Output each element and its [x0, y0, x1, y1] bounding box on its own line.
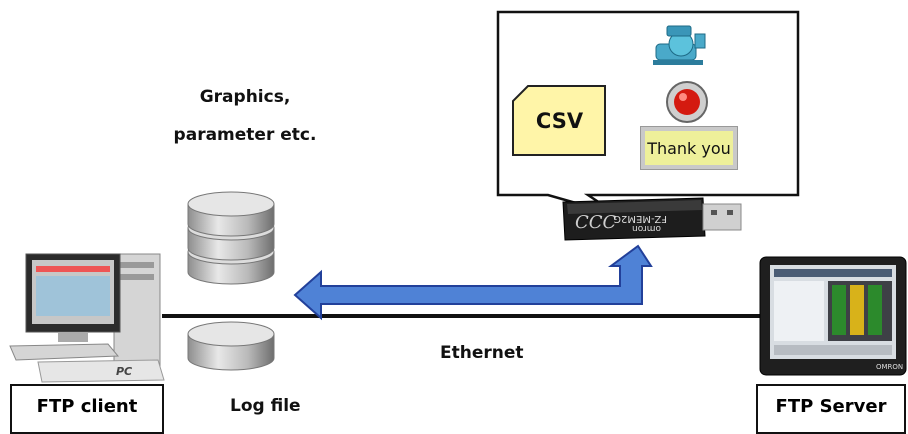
graphics-label-line2: parameter etc. [173, 125, 317, 145]
log-file-label: Log file [230, 396, 301, 416]
thank-you-button: Thank you [640, 126, 738, 170]
csv-label: CSV [535, 109, 584, 133]
ethernet-line [162, 314, 784, 318]
ethernet-label: Ethernet [440, 343, 524, 363]
red-lamp-icon [666, 81, 708, 123]
ftp-server-label: FTP Server [756, 384, 906, 434]
ftp-client-label: FTP client [10, 384, 164, 434]
hmi-brand-text: OMRON [876, 363, 903, 371]
pc-icon: PC [9, 253, 165, 383]
svg-text:CCC: CCC [575, 212, 617, 233]
thank-you-label: Thank you [647, 138, 731, 158]
pump-icon [653, 25, 706, 65]
usb-brand-text: omron [632, 223, 661, 233]
usb-stick-icon: CCC FZ-MEM2G omron [562, 197, 742, 241]
csv-document-shape [512, 85, 606, 156]
pc-text: PC [116, 365, 132, 378]
log-file-disk-icon [187, 321, 275, 371]
database-icon [187, 191, 275, 285]
csv-document: CSV [512, 85, 607, 157]
graphics-label-line1: Graphics, [199, 87, 291, 107]
hmi-panel-icon: OMRON [759, 256, 907, 376]
usb-model-text: FZ-MEM2G [613, 213, 667, 224]
